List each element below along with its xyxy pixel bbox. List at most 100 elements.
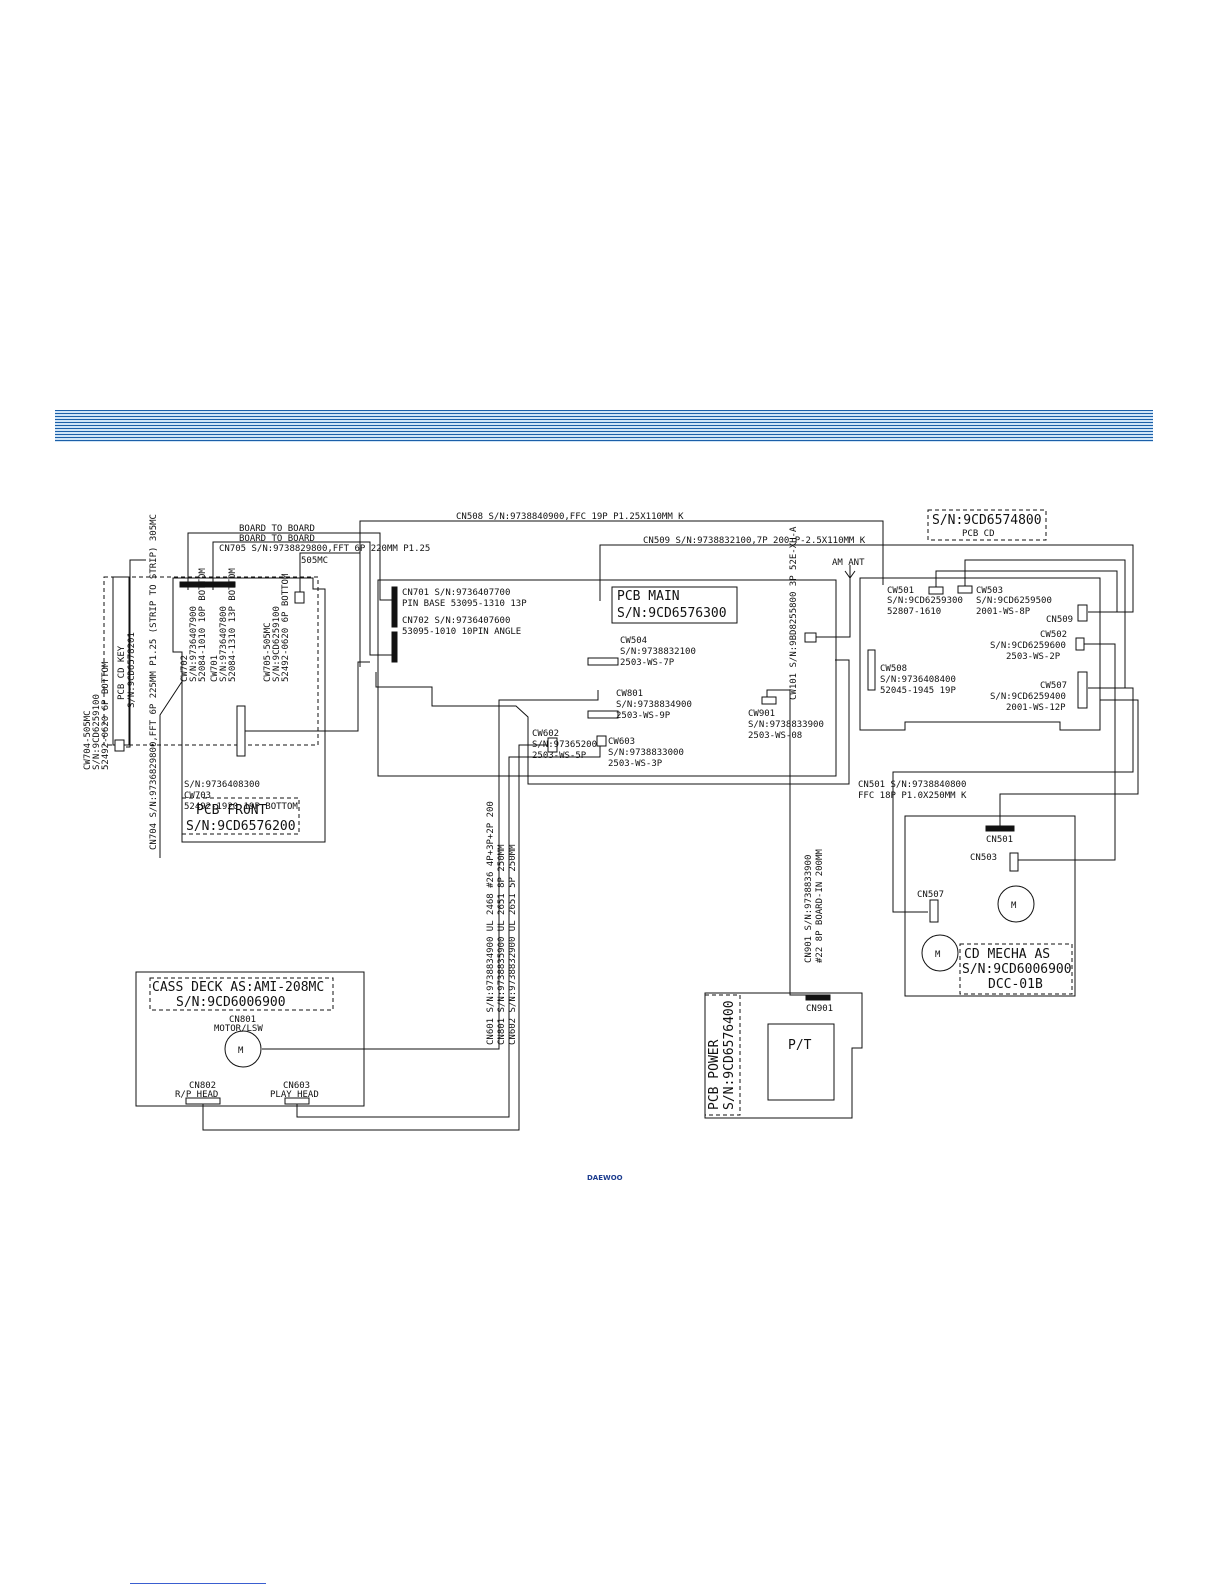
label-am-ant: AM ANT bbox=[832, 558, 865, 568]
label-cn509: CN509 S/N:9738832100,7P 200 P-2.5X110MM … bbox=[643, 536, 866, 546]
cass-deck-board bbox=[135, 971, 365, 1107]
label-505mc: 505MC bbox=[301, 556, 328, 566]
label-cn901-b: #22 8P BOARD-IN 200MM bbox=[815, 849, 825, 963]
label-cw603-a: CW603 bbox=[608, 737, 635, 747]
label-cw801-c: 2503-WS-9P bbox=[616, 711, 671, 721]
cw704-connector bbox=[114, 739, 125, 752]
cw901-connector bbox=[761, 696, 777, 705]
label-cw702-a: CW702 bbox=[180, 655, 190, 682]
cw703-connector bbox=[236, 705, 246, 757]
wire-cn509 bbox=[599, 544, 1134, 613]
label-cw507-c: 2001-WS-12P bbox=[1006, 703, 1066, 713]
cw101-connector bbox=[804, 632, 817, 643]
label-cw901-c: 2503-WS-08 bbox=[748, 731, 802, 741]
cw501-connector bbox=[928, 586, 944, 595]
cw702-connector bbox=[179, 581, 203, 588]
wire-board-to-board-1 bbox=[187, 532, 392, 601]
label-cn701-line2: PIN BASE 53095-1310 13P bbox=[402, 599, 527, 609]
label-cw602-c: 2503-WS-5P bbox=[532, 751, 587, 761]
label-cw703-b: S/N:9736408300 bbox=[184, 780, 260, 790]
header-banner bbox=[55, 410, 1153, 442]
label-cw603-c: 2503-WS-3P bbox=[608, 759, 663, 769]
label-cw901-b: S/N:9738833900 bbox=[748, 720, 824, 730]
pcb-cd-label-box bbox=[927, 509, 1047, 541]
wire-cn802 bbox=[202, 744, 555, 1131]
label-cn801-a: CN801 bbox=[229, 1015, 256, 1025]
label-cn501-b: FFC 18P P1.0X250MM K bbox=[858, 791, 967, 801]
label-cw705-a: CW705-505MC bbox=[263, 622, 273, 682]
label-harness-cn801: CN801 S/N:9738835900 UL 2651 8P 250MM bbox=[497, 844, 507, 1045]
wire-cn501 bbox=[999, 699, 1139, 826]
cw701-connector bbox=[202, 581, 236, 588]
wire-cw703 bbox=[245, 661, 370, 732]
label-cw704-a: CW704-505MC bbox=[83, 710, 93, 770]
cw508-connector bbox=[867, 649, 876, 691]
label-cw702-c: 52084-1010 10P BOTTOM bbox=[198, 568, 208, 682]
cn503-connector bbox=[1009, 852, 1019, 872]
cn603-connector bbox=[284, 1097, 310, 1105]
cass-motor bbox=[224, 1030, 262, 1068]
pcb-cd-title: PCB CD bbox=[962, 529, 995, 539]
cd-mecha-model: DCC-01B bbox=[988, 977, 1043, 992]
label-cw702-b: S/N:9736407900 bbox=[189, 606, 199, 682]
label-board-to-board-2: BOARD TO BOARD bbox=[239, 534, 315, 544]
pcb-cd-key-title: PCB CD KEY bbox=[117, 645, 127, 700]
pcb-power-serial: S/N:9CD6576400 bbox=[722, 1000, 737, 1110]
wire-cn508 bbox=[359, 520, 884, 667]
label-cw901-a: CW901 bbox=[748, 709, 775, 719]
cd-sled-motor bbox=[921, 934, 959, 972]
pcb-cd-board bbox=[859, 577, 1101, 731]
wire-cn801 bbox=[262, 690, 599, 1050]
label-cn705: CN705 S/N:9738829800,FFT 6P 220MM P1.25 bbox=[219, 544, 430, 554]
label-cw502-c: 2503-WS-2P bbox=[1006, 652, 1061, 662]
label-cn501-a: CN501 S/N:9738840800 bbox=[858, 780, 966, 790]
wire-main-notch bbox=[375, 659, 850, 785]
pcb-cd-serial: S/N:9CD6574800 bbox=[932, 513, 1042, 528]
pcb-front-title: PCB FRONT bbox=[196, 803, 267, 818]
wire-cn603 bbox=[296, 744, 601, 1118]
label-cw501-c: 52807-1610 bbox=[887, 607, 941, 617]
label-cw508-c: 52045-1945 19P bbox=[880, 686, 956, 696]
label-cn802-b: R/P HEAD bbox=[175, 1090, 218, 1100]
label-cn603-a: CN603 bbox=[283, 1081, 310, 1091]
cw502-connector bbox=[1075, 637, 1085, 651]
label-cw801-b: S/N:9738834900 bbox=[616, 700, 692, 710]
label-cw705-c: 52492-0620 6P BOTTOM bbox=[281, 573, 291, 682]
cw503-connector bbox=[957, 585, 973, 594]
cw507-connector bbox=[1077, 671, 1088, 709]
label-cn508: CN508 S/N:9738840900,FFC 19P P1.25X110MM… bbox=[456, 512, 684, 522]
wire-cn704 bbox=[159, 679, 184, 858]
label-cw504-a: CW504 bbox=[620, 636, 647, 646]
cass-motor-label: M bbox=[238, 1046, 244, 1056]
power-transformer bbox=[767, 1023, 835, 1101]
cn501-connector bbox=[985, 825, 1015, 832]
label-cn501-short: CN501 bbox=[986, 835, 1013, 845]
pcb-main-serial: S/N:9CD6576300 bbox=[617, 606, 727, 621]
label-cw508-b: S/N:9736408400 bbox=[880, 675, 956, 685]
wire-am-ant bbox=[816, 565, 851, 638]
label-cw507-a: CW507 bbox=[1040, 681, 1067, 691]
label-cw101: CW101 S/N:9BD8255800 3P 52E-XH-A bbox=[789, 526, 799, 700]
label-cw501-b: S/N:9CD6259300 bbox=[887, 596, 963, 606]
label-cw703-a: CW703 bbox=[184, 791, 211, 801]
label-cw508-a: CW508 bbox=[880, 664, 907, 674]
label-cw501-a: CW501 bbox=[887, 586, 914, 596]
footer-line bbox=[130, 1583, 266, 1584]
label-cw602-a: CW602 bbox=[532, 729, 559, 739]
wire-cw503 bbox=[964, 559, 1126, 688]
wire-cw501 bbox=[935, 570, 1118, 612]
cass-deck-serial: S/N:9CD6006900 bbox=[176, 995, 286, 1010]
pcb-front-board bbox=[172, 577, 326, 843]
label-cw504-b: S/N:9738832100 bbox=[620, 647, 696, 657]
label-cw704-c: 52492-0620 6P BOTTOM bbox=[101, 661, 111, 770]
pcb-main-label-box bbox=[611, 586, 738, 624]
power-transformer-label: P/T bbox=[788, 1038, 812, 1053]
label-harness-cn602: CN602 S/N:9738832900 UL 2651 5P 250MM bbox=[508, 844, 518, 1045]
cd-mecha-serial: S/N:9CD6006900 bbox=[962, 962, 1072, 977]
label-cn701-line1: CN701 S/N:9736407700 bbox=[402, 588, 510, 598]
wire-cn705 bbox=[299, 552, 360, 592]
cn802-connector bbox=[185, 1097, 221, 1105]
label-cw503-b: S/N:9CD6259500 bbox=[976, 596, 1052, 606]
cw705-connector bbox=[294, 591, 305, 604]
